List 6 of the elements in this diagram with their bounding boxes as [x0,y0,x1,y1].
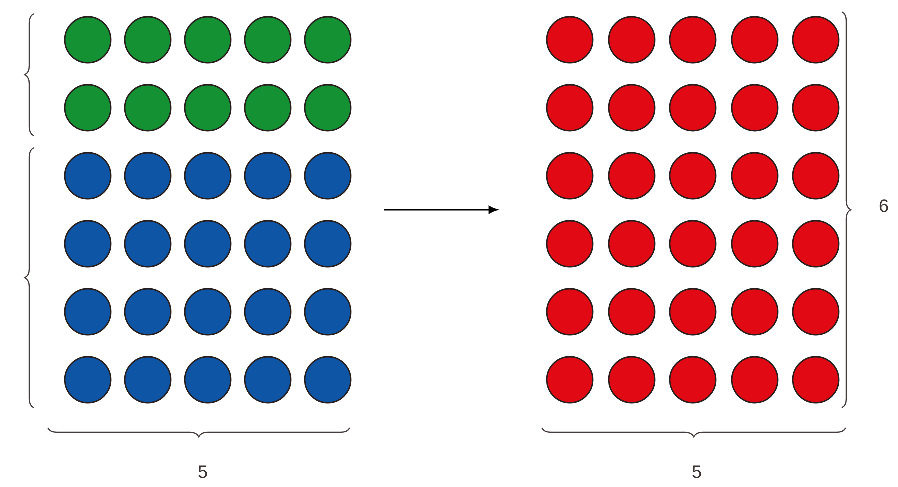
dot-grid [546,16,840,404]
arrow [384,206,498,214]
dimension-label: 6 [880,200,888,212]
dot-grid [64,16,352,404]
dimension-label: 5 [692,466,702,478]
dimension-label: 5 [198,466,208,478]
